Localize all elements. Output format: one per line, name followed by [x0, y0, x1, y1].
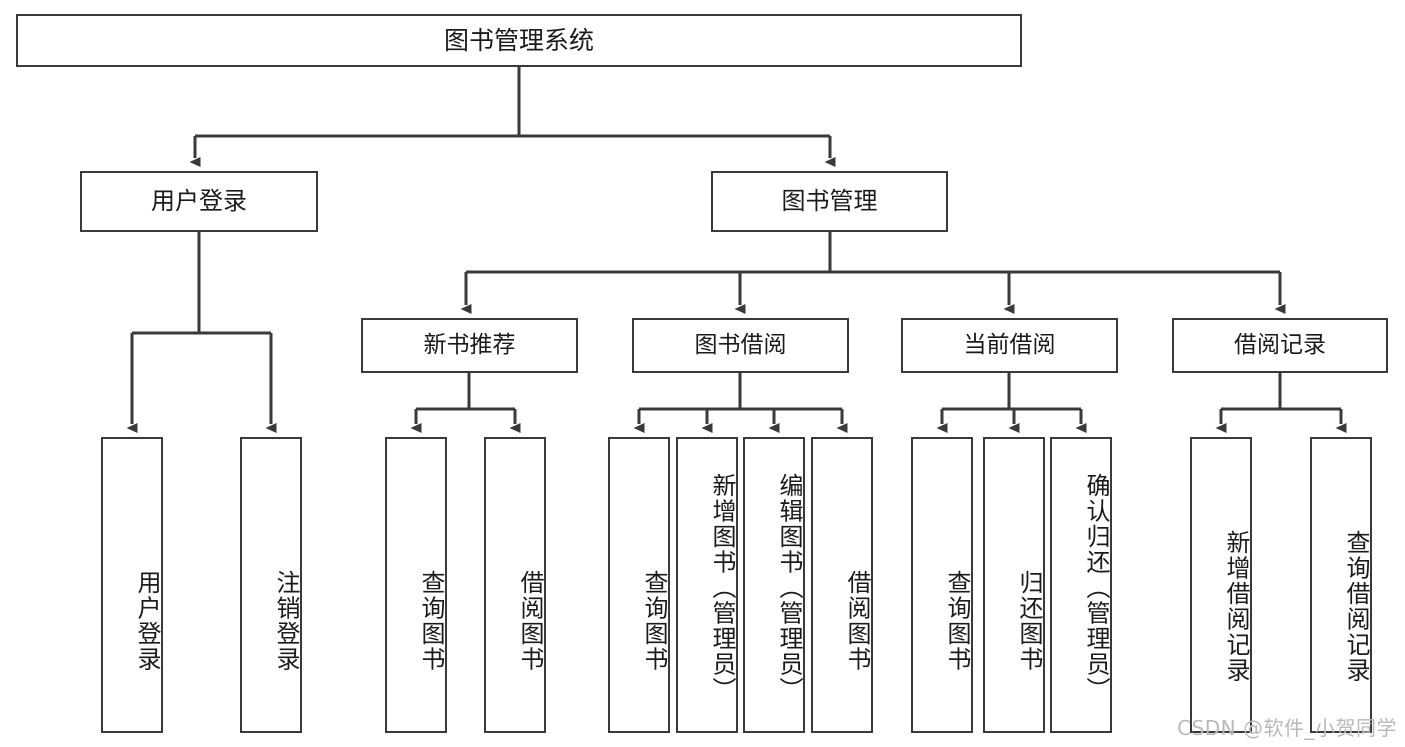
node-leaf-return-book[interactable]: 归还图书	[983, 437, 1045, 733]
node-new-book-rec[interactable]: 新书推荐	[361, 318, 578, 373]
node-leaf-user-login[interactable]: 用户登录	[101, 437, 163, 733]
node-leaf-add-book[interactable]: 新增图书（管理员）	[676, 437, 738, 733]
node-leaf-query-record[interactable]: 查询借阅记录	[1310, 437, 1372, 733]
node-leaf-confirm-return[interactable]: 确认归还（管理员）	[1050, 437, 1112, 733]
node-leaf-borrow-book-2[interactable]: 借阅图书	[811, 437, 873, 733]
node-leaf-borrow-book-1[interactable]: 借阅图书	[484, 437, 546, 733]
node-current-borrow[interactable]: 当前借阅	[901, 318, 1118, 373]
node-leaf-query-book-2[interactable]: 查询图书	[608, 437, 670, 733]
node-leaf-add-record[interactable]: 新增借阅记录	[1190, 437, 1252, 733]
node-leaf-logout[interactable]: 注销登录	[240, 437, 302, 733]
node-root[interactable]: 图书管理系统	[16, 14, 1022, 67]
node-book-borrow[interactable]: 图书借阅	[632, 318, 849, 373]
node-leaf-query-book-3[interactable]: 查询图书	[911, 437, 973, 733]
node-borrow-record[interactable]: 借阅记录	[1172, 318, 1388, 373]
node-user-login[interactable]: 用户登录	[80, 171, 318, 232]
node-leaf-query-book-1[interactable]: 查询图书	[385, 437, 447, 733]
node-book-manage[interactable]: 图书管理	[711, 171, 948, 232]
csdn-watermark: CSDN @软件_小贺同学	[1177, 716, 1397, 740]
node-leaf-edit-book[interactable]: 编辑图书（管理员）	[743, 437, 805, 733]
